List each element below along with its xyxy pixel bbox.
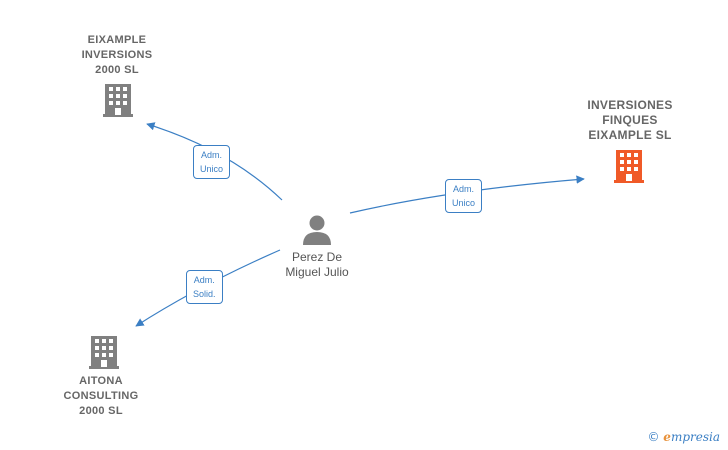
edge-label-line: Adm.: [453, 184, 475, 194]
company-name-line: INVERSIONS: [81, 49, 153, 61]
edge-label-line: Solid.: [193, 289, 216, 299]
empresia-watermark: © empresia: [647, 430, 720, 444]
company-node-inversiones-finques[interactable]: INVERSIONES FINQUES EIXAMPLE SL: [570, 98, 690, 143]
company-name-line: 2000 SL: [79, 405, 123, 417]
company-name-line: 2000 SL: [95, 64, 139, 76]
person-name-line: Miguel Julio: [285, 265, 349, 279]
edge-label-adm-unico[interactable]: Adm. Unico: [445, 179, 483, 213]
edge-label-line: Unico: [452, 198, 476, 208]
building-icon: [89, 336, 119, 369]
copyright-symbol: ©: [647, 430, 660, 444]
edge-label-adm-solid[interactable]: Adm. Solid.: [186, 270, 223, 304]
edge-label-line: Unico: [200, 164, 224, 174]
company-node-aitona-consulting[interactable]: AITONA CONSULTING 2000 SL: [46, 374, 156, 419]
person-node-perez-de-miguel-julio[interactable]: Perez De Miguel Julio: [262, 250, 372, 280]
company-name-line: FINQUES: [602, 113, 658, 127]
building-icon-focus: [614, 150, 644, 183]
company-name-line: AITONA: [79, 375, 123, 387]
company-name-line: INVERSIONES: [587, 98, 673, 112]
edge-label-line: Adm.: [193, 275, 215, 285]
edge-label-adm-unico[interactable]: Adm. Unico: [193, 145, 231, 179]
brand-name: mpresia: [670, 430, 720, 444]
company-node-eixample-inversions[interactable]: EIXAMPLE INVERSIONS 2000 SL: [62, 33, 172, 78]
building-icon: [103, 84, 133, 117]
person-name-line: Perez De: [291, 250, 343, 264]
company-name-line: CONSULTING: [63, 390, 139, 402]
brand-initial: e: [663, 430, 671, 444]
company-name-line: EIXAMPLE SL: [588, 128, 672, 142]
edge-label-line: Adm.: [201, 150, 223, 160]
company-name-line: EIXAMPLE: [87, 34, 147, 46]
person-icon: [303, 215, 331, 245]
